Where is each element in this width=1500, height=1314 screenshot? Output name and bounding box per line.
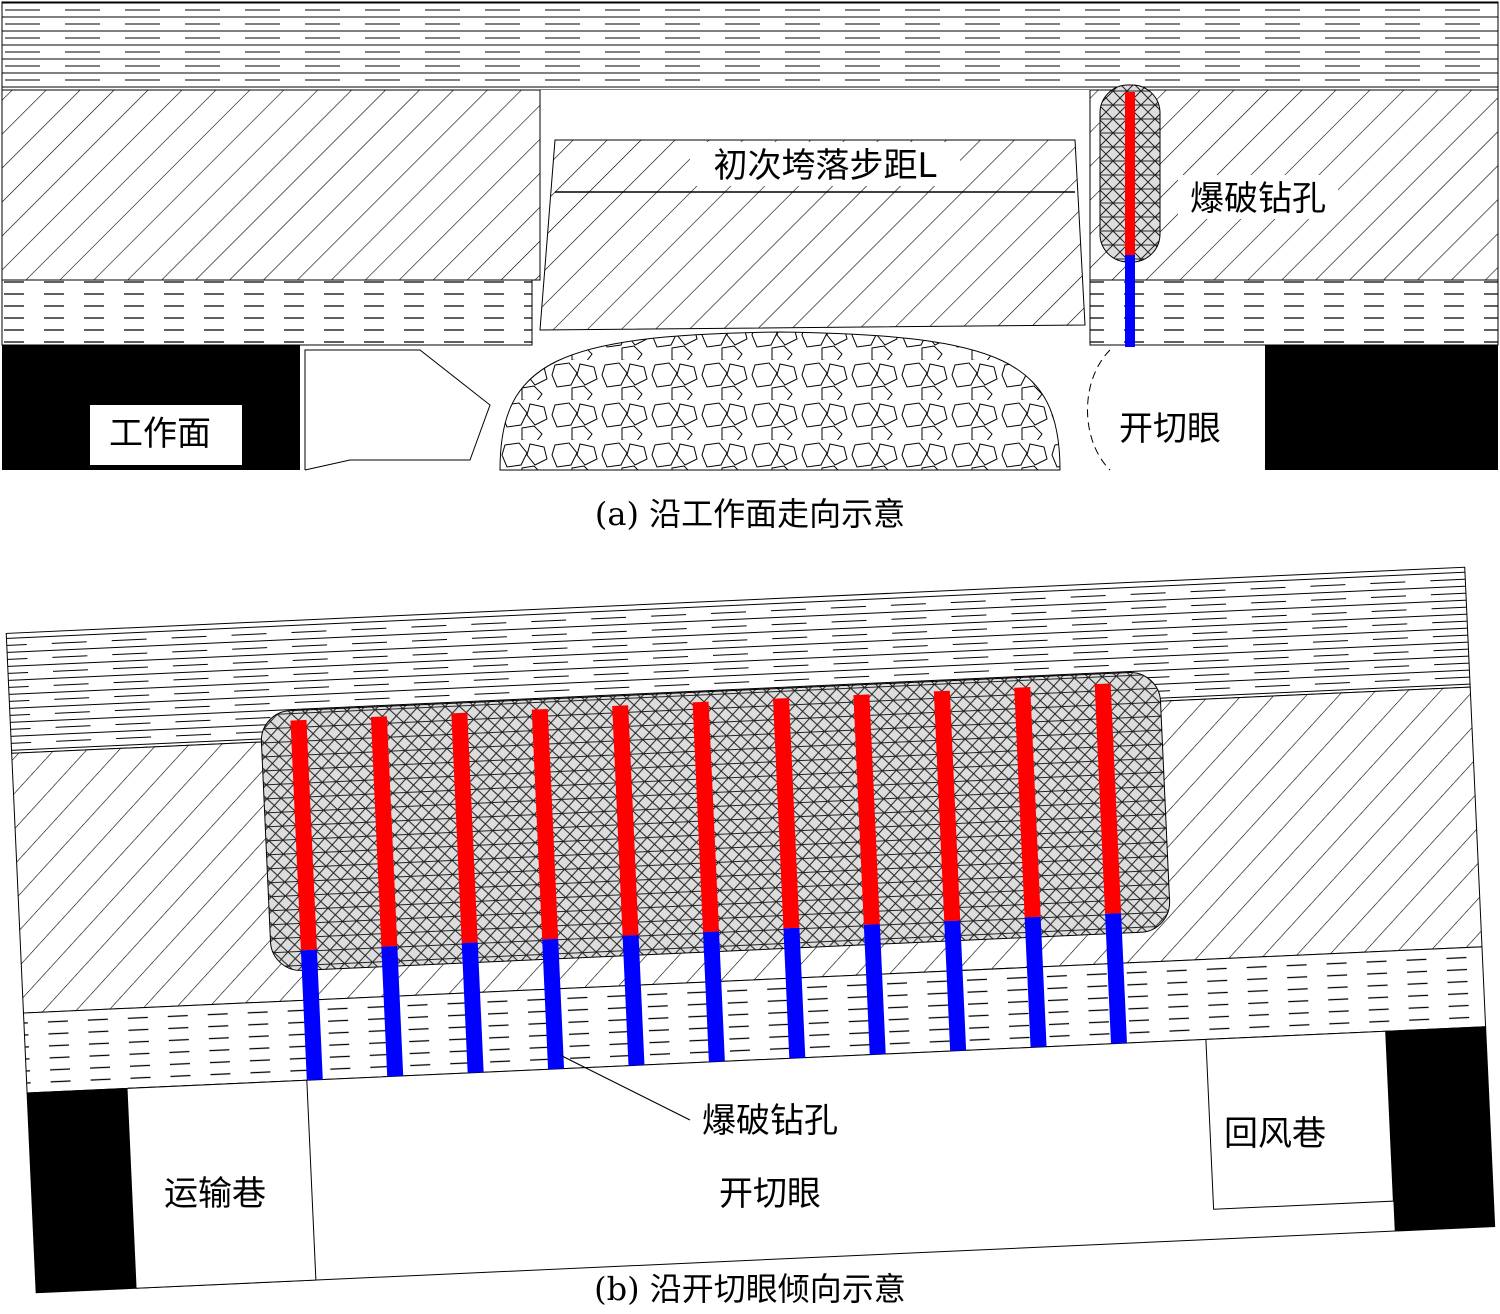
charge-section: [612, 705, 639, 936]
caved-rubble: [499, 331, 1061, 471]
cut-label-a: 开切眼: [1119, 409, 1221, 449]
span-label: 初次垮落步距L: [714, 146, 937, 186]
stemming-section: [542, 938, 565, 1070]
charge-section: [1014, 687, 1041, 918]
stemming-section: [944, 920, 967, 1052]
pillar-right-b: [1385, 1026, 1495, 1232]
return-roadway: [1205, 1030, 1394, 1210]
stemming-section: [300, 949, 323, 1081]
drill-holes: [290, 683, 1127, 1081]
stemming-section: [783, 927, 806, 1059]
pillar-left-b: [27, 1088, 137, 1293]
support-icon: [304, 349, 491, 471]
charge-section: [531, 708, 559, 940]
drill-label-a: 爆破钻孔: [1190, 179, 1326, 219]
stemming-section: [381, 946, 404, 1077]
haul-label: 运输巷: [164, 1174, 266, 1214]
panel-a: 初次垮落步距L 工作面 开切眼 爆破钻孔 (a) 沿工作面走向示意: [1, 1, 1499, 533]
charge-section: [290, 719, 317, 951]
stemming-section: [1125, 255, 1135, 347]
stemming-section: [461, 942, 484, 1073]
caption-b: (b) 沿开切眼倾向示意: [594, 1270, 906, 1308]
stemming-section: [863, 924, 886, 1055]
stemming-section: [1024, 916, 1047, 1048]
charge-section: [853, 694, 880, 925]
drill-label-b: 爆破钻孔: [702, 1101, 838, 1141]
pillar-right: [1265, 345, 1498, 470]
charge-section: [933, 690, 961, 922]
stemming-section: [622, 935, 645, 1066]
caving-block: [539, 139, 1086, 331]
cut-label-b: 开切眼: [719, 1174, 821, 1214]
stemming-section: [703, 931, 725, 1063]
haulage-roadway: [126, 1079, 317, 1289]
charge-section: [370, 716, 398, 947]
hard-roof-left: [1, 89, 541, 281]
stemming-section: [1105, 913, 1127, 1044]
face-label: 工作面: [109, 414, 211, 454]
charge-section: [772, 698, 800, 929]
panel-b: [5, 566, 1496, 1294]
caption-a: (a) 沿工作面走向示意: [595, 495, 905, 533]
charge-section: [451, 712, 478, 944]
charge-section: [692, 701, 719, 933]
charge-section: [1125, 92, 1135, 255]
return-label: 回风巷: [1224, 1114, 1326, 1154]
charge-section: [1094, 683, 1122, 914]
